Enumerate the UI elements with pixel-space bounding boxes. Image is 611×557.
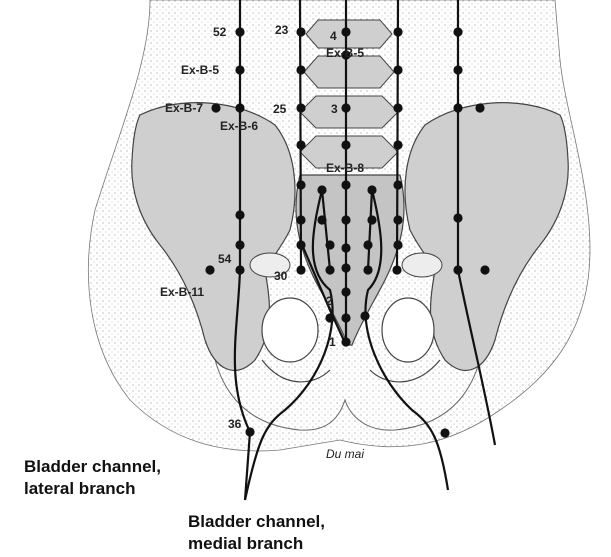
acupoint-dot-49 xyxy=(341,313,350,322)
point-label-bl52: 52 xyxy=(213,25,227,39)
acupoint-dot-7 xyxy=(296,65,305,74)
acupoint-dot-20 xyxy=(296,180,305,189)
acupoint-dot-1 xyxy=(296,27,305,36)
acupoint-dot-14 xyxy=(393,103,402,112)
acupoint-dot-44 xyxy=(453,265,462,274)
point-label-exb8: Ex-B-8 xyxy=(326,161,364,175)
acupoint-dot-22 xyxy=(341,180,350,189)
point-label-du3: 3 xyxy=(331,102,338,116)
acupoint-dot-51 xyxy=(341,337,350,346)
right-femoral-head xyxy=(402,253,442,277)
acupoint-dot-19 xyxy=(393,140,402,149)
acupoint-dot-23 xyxy=(367,185,376,194)
acupoint-dot-11 xyxy=(235,103,244,112)
acupoint-dot-24 xyxy=(393,180,402,189)
point-label-bl54: 54 xyxy=(218,252,232,266)
caption-medial-branch: Bladder channel, medial branch xyxy=(188,511,325,555)
acupoint-dot-3 xyxy=(393,27,402,36)
right-obturator xyxy=(382,298,434,362)
acupoint-dot-48 xyxy=(325,313,334,322)
caption-lateral-branch: Bladder channel, lateral branch xyxy=(24,456,161,500)
acupoint-dot-18 xyxy=(341,140,350,149)
acupoint-dot-16 xyxy=(475,103,484,112)
acupoint-dot-39 xyxy=(296,265,305,274)
acupoint-dot-2 xyxy=(341,27,350,36)
point-label-du1: 1 xyxy=(329,335,336,349)
point-label-du4: 4 xyxy=(330,29,337,43)
acupoint-dot-12 xyxy=(296,103,305,112)
left-obturator xyxy=(262,298,318,362)
acupoint-dot-38 xyxy=(235,265,244,274)
acupoint-dot-46 xyxy=(205,265,214,274)
point-label-exb7: Ex-B-7 xyxy=(165,101,203,115)
point-label-bl23: 23 xyxy=(275,23,289,37)
acupoint-dot-41 xyxy=(341,263,350,272)
acupoint-dot-32 xyxy=(235,240,244,249)
bladder-inner-right-upper xyxy=(397,0,398,270)
acupoint-dot-21 xyxy=(317,185,326,194)
bladder-inner-left-upper xyxy=(300,0,301,270)
acupoint-dot-36 xyxy=(363,240,372,249)
acupoint-dot-30 xyxy=(393,215,402,224)
acupoint-dot-15 xyxy=(453,103,462,112)
acupoint-dot-26 xyxy=(296,215,305,224)
acupoint-dot-8 xyxy=(393,65,402,74)
acupoint-dot-45 xyxy=(480,265,489,274)
acupoint-dot-27 xyxy=(317,215,326,224)
acupoint-dot-13 xyxy=(341,103,350,112)
acupoint-dot-42 xyxy=(363,265,372,274)
acupoint-dot-5 xyxy=(235,65,244,74)
acupoint-dot-40 xyxy=(325,265,334,274)
point-label-exb11: Ex-B-11 xyxy=(160,285,204,299)
acupoint-dot-29 xyxy=(367,215,376,224)
point-label-du2: 2 xyxy=(326,294,333,308)
point-label-exb6: Ex-B-6 xyxy=(220,119,258,133)
acupoint-dot-4 xyxy=(453,27,462,36)
acupoint-dot-10 xyxy=(211,103,220,112)
acupoint-dot-34 xyxy=(325,240,334,249)
acupoint-dot-31 xyxy=(453,213,462,222)
acupoint-dot-43 xyxy=(392,265,401,274)
acupoint-dot-50 xyxy=(360,311,369,320)
acupoint-dot-53 xyxy=(440,428,449,437)
acupoint-dot-0 xyxy=(235,27,244,36)
acupoint-dot-47 xyxy=(341,287,350,296)
acupoint-dot-37 xyxy=(393,240,402,249)
acupoint-dot-28 xyxy=(341,215,350,224)
point-label-bl30: 30 xyxy=(274,269,288,283)
point-label-exb5-lateral: Ex-B-5 xyxy=(181,63,219,77)
acupoint-dot-33 xyxy=(296,240,305,249)
point-label-exb5-spine: Ex-B-5 xyxy=(326,46,364,60)
acupoint-dot-25 xyxy=(235,210,244,219)
du-mai-label: Du mai xyxy=(326,447,364,461)
acupoint-dot-35 xyxy=(341,243,350,252)
acupoint-dot-17 xyxy=(296,140,305,149)
acupoint-dot-9 xyxy=(453,65,462,74)
acupoint-dot-52 xyxy=(245,427,254,436)
point-label-bl25: 25 xyxy=(273,102,287,116)
point-label-bl36: 36 xyxy=(228,417,242,431)
